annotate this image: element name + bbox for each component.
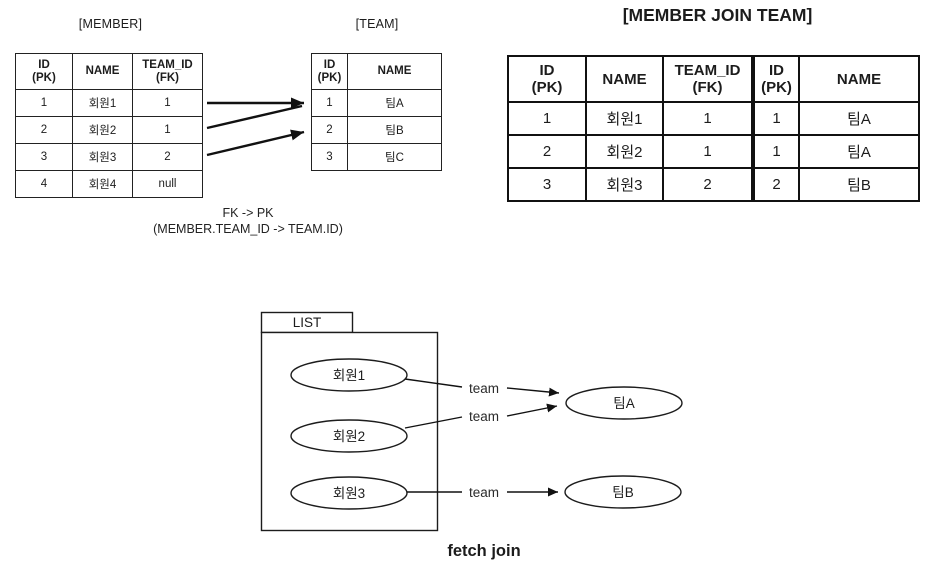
cell: 회원3 xyxy=(72,143,133,171)
cell: 1 xyxy=(662,134,754,169)
line-member1-to-label xyxy=(404,378,463,388)
cell: 회원1 xyxy=(585,101,664,136)
fetch-join-caption: fetch join xyxy=(447,542,521,560)
team-col-name: NAME xyxy=(347,53,442,90)
member-col-name: NAME xyxy=(72,53,133,90)
cell: null xyxy=(132,170,203,198)
member3-ellipse xyxy=(290,476,408,510)
cell: 1 xyxy=(751,101,800,136)
arrow-member2-to-teamA xyxy=(206,104,303,130)
table-row: 3 회원3 2 2 팀B xyxy=(507,167,920,202)
cell: 4 xyxy=(15,170,73,198)
arrow-label-to-teamA-2 xyxy=(506,403,558,417)
table-row: 4 회원4 null xyxy=(15,170,203,198)
cell: 2 xyxy=(15,116,73,144)
team-table: ID (PK) NAME 1 팀A 2 팀B 3 팀C xyxy=(311,53,442,171)
teamB-label: 팀B xyxy=(612,485,633,500)
cell: 팀B xyxy=(798,167,920,202)
cell: 1 xyxy=(751,134,800,169)
table-row: 3 회원3 2 xyxy=(15,143,203,171)
cell: 3 xyxy=(507,167,587,202)
cell: 회원1 xyxy=(72,89,133,117)
cell: 2 xyxy=(662,167,754,202)
fk-note-line2: (MEMBER.TEAM_ID -> TEAM.ID) xyxy=(153,221,343,236)
cell: 2 xyxy=(132,143,203,171)
cell: 팀C xyxy=(347,143,442,171)
join-col-member-name: NAME xyxy=(585,55,664,103)
cell: 2 xyxy=(311,116,348,144)
cell: 2 xyxy=(751,167,800,202)
cell: 팀A xyxy=(798,101,920,136)
cell: 1 xyxy=(15,89,73,117)
cell: 3 xyxy=(15,143,73,171)
fk-note: FK -> PK (MEMBER.TEAM_ID -> TEAM.ID) xyxy=(98,206,398,237)
team-table-title: [TEAM] xyxy=(355,17,399,31)
table-row: 1 회원1 1 xyxy=(15,89,203,117)
fk-note-line1: FK -> PK xyxy=(222,206,274,220)
table-row: 3 팀C xyxy=(311,143,442,171)
cell: 회원2 xyxy=(585,134,664,169)
cell: 1 xyxy=(132,116,203,144)
team-col-id: ID (PK) xyxy=(311,53,348,90)
join-col-team-name: NAME xyxy=(798,55,920,103)
cell: 회원3 xyxy=(585,167,664,202)
member-table-title: [MEMBER] xyxy=(78,17,143,31)
cell: 회원2 xyxy=(72,116,133,144)
edge-label-team-3: team xyxy=(469,485,499,500)
edge-label-team-1: team xyxy=(469,381,499,396)
join-table-title: [MEMBER JOIN TEAM] xyxy=(622,5,813,25)
list-label: LIST xyxy=(293,315,322,330)
cell: 1 xyxy=(311,89,348,117)
table-row: 2 회원2 1 xyxy=(15,116,203,144)
cell: 팀A xyxy=(347,89,442,117)
cell: 팀A xyxy=(798,134,920,169)
teamB-ellipse xyxy=(564,475,682,509)
join-header-row: ID (PK) NAME TEAM_ID (FK) ID (PK) NAME xyxy=(507,55,920,103)
cell: 팀B xyxy=(347,116,442,144)
join-col-member-id: ID (PK) xyxy=(507,55,587,103)
table-row: 1 팀A xyxy=(311,89,442,117)
cell: 1 xyxy=(507,101,587,136)
member2-ellipse xyxy=(290,419,408,453)
member2-label: 회원2 xyxy=(333,429,365,444)
member1-label: 회원1 xyxy=(333,368,365,383)
cell: 1 xyxy=(662,101,754,136)
member-table: ID (PK) NAME TEAM_ID (FK) 1 회원1 1 2 회원2 … xyxy=(15,53,203,198)
member1-ellipse xyxy=(290,358,408,392)
fk-arrows xyxy=(206,97,305,157)
team-header-row: ID (PK) NAME xyxy=(311,53,442,90)
teamA-ellipse xyxy=(565,386,683,420)
member-col-id: ID (PK) xyxy=(15,53,73,90)
edge-label-team-2: team xyxy=(469,409,499,424)
fetch-join-diagram: LIST 회원1 회원2 회원3 팀A 팀B team team team xyxy=(260,311,683,532)
table-row: 1 회원1 1 1 팀A xyxy=(507,101,920,136)
cell: 회원4 xyxy=(72,170,133,198)
cell: 1 xyxy=(132,89,203,117)
cell: 2 xyxy=(507,134,587,169)
member-col-teamid: TEAM_ID (FK) xyxy=(132,53,203,90)
arrow-member3-to-teamB xyxy=(206,129,305,157)
teamA-label: 팀A xyxy=(613,396,634,411)
member-join-team-table: ID (PK) NAME TEAM_ID (FK) ID (PK) NAME 1… xyxy=(507,55,920,202)
member3-label: 회원3 xyxy=(333,486,365,501)
arrow-label-to-teamA-1 xyxy=(506,387,560,397)
table-row: 2 회원2 1 1 팀A xyxy=(507,134,920,169)
line-member2-to-label xyxy=(404,416,463,429)
table-row: 2 팀B xyxy=(311,116,442,144)
join-col-teamid: TEAM_ID (FK) xyxy=(662,55,754,103)
join-col-team-id: ID (PK) xyxy=(751,55,800,103)
member-header-row: ID (PK) NAME TEAM_ID (FK) xyxy=(15,53,203,90)
